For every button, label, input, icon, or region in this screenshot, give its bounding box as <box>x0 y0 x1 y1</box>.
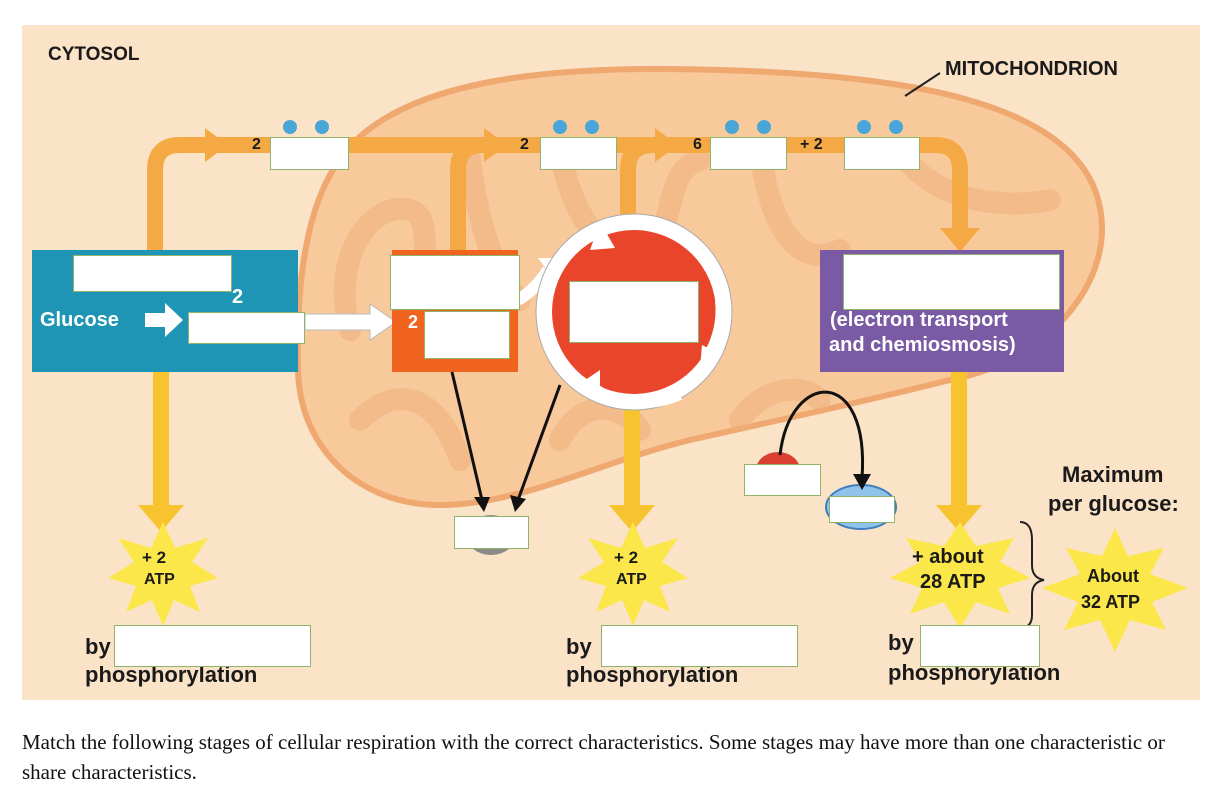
oxphos-atp-arrow-shaft <box>951 372 967 507</box>
pyruvate-to-oxidation-arrow <box>304 303 397 341</box>
blank-water[interactable] <box>829 496 895 523</box>
pyruvate-count: 2 <box>408 312 419 332</box>
blank-co2[interactable] <box>454 516 529 549</box>
mitochondrion-label: MITOCHONDRION <box>945 58 1118 80</box>
citric-atp-line2: ATP <box>616 571 647 588</box>
substrate-by-label: by <box>85 634 111 659</box>
oxphos-atp-line1: + about <box>912 546 984 568</box>
citric-acid-cycle-arrowhead-top <box>590 222 615 250</box>
maximum-line2: per glucose: <box>1048 491 1179 516</box>
citric-acid-cycle-arrowhead-bottom <box>578 370 600 398</box>
co2-arrowhead-from-cycle <box>510 495 526 512</box>
co2-arrowhead-from-oxidation <box>474 497 490 512</box>
arrowhead-pyruvate-oxidation-nadh <box>484 128 507 162</box>
blank-glycolysis-stage[interactable] <box>73 255 232 292</box>
total-atp-line1: About <box>1087 566 1139 586</box>
glycolysis-atp-arrow-shaft <box>153 372 169 507</box>
glycolysis-atp-line2: ATP <box>144 571 175 588</box>
blank-pyruvate-oxidation-stage[interactable] <box>390 255 520 310</box>
blank-nadh-pyruvate-oxidation[interactable] <box>540 137 617 170</box>
co2-arrow-from-oxidation <box>450 371 484 501</box>
blank-substrate-level-2[interactable] <box>601 625 798 667</box>
arrowhead-citric-acid-nadh <box>655 128 678 162</box>
oxphos-atp-star <box>890 522 1030 628</box>
citric-by-label: by <box>566 634 592 659</box>
electron-dot <box>725 120 739 134</box>
arrowhead-to-oxidative-phosphorylation <box>940 228 980 252</box>
glycolysis-atp-arrowhead <box>138 505 184 532</box>
citric-acid-cycle-arrowhead-right <box>700 345 722 368</box>
blank-oxygen[interactable] <box>744 464 821 496</box>
electron-dot <box>315 120 329 134</box>
glycolysis-atp-star <box>108 522 218 626</box>
fadh2-plus: + 2 <box>800 136 823 153</box>
electron-dot <box>889 120 903 134</box>
electron-dot <box>757 120 771 134</box>
oxygen-to-water-arrow <box>778 390 865 479</box>
oxphos-atp-arrowhead <box>936 505 982 532</box>
glycolysis-pyruvate-count: 2 <box>232 286 244 308</box>
blank-acetyl-coa[interactable] <box>424 311 510 359</box>
blank-oxidative-phosphorylation[interactable] <box>843 254 1060 310</box>
blank-citric-acid-cycle[interactable] <box>569 281 699 343</box>
electron-dot <box>553 120 567 134</box>
electron-dot <box>283 120 297 134</box>
blank-substrate-level-1[interactable] <box>114 625 311 667</box>
etc-caption-line1: (electron transport <box>830 309 1008 331</box>
electron-dot <box>857 120 871 134</box>
oxidative-by-label: by <box>888 630 914 655</box>
oxygen-to-water-arrowhead <box>853 474 871 490</box>
instructions-text: Match the following stages of cellular r… <box>22 730 1165 784</box>
nadh-glycolysis-count: 2 <box>252 136 261 153</box>
arrowhead-glycolysis-nadh <box>205 128 228 162</box>
etc-caption-line2: and chemiosmosis) <box>829 334 1016 356</box>
blank-oxidative[interactable] <box>920 625 1040 667</box>
total-atp-star <box>1042 528 1188 652</box>
maximum-line1: Maximum <box>1062 462 1164 487</box>
citric-acid-nadh-branch <box>620 137 654 250</box>
mitochondrion-callout-line <box>904 72 941 97</box>
glucose-to-pyruvate-arrow <box>145 303 183 337</box>
citric-acid-atp-arrow-shaft <box>624 405 640 507</box>
citric-acid-atp-arrowhead <box>609 505 655 532</box>
blank-fadh2[interactable] <box>844 137 920 170</box>
glucose-label: Glucose <box>40 309 119 331</box>
blank-nadh-citric-acid[interactable] <box>710 137 787 170</box>
nadh-cycle-count: 6 <box>693 136 702 153</box>
electron-dot <box>585 120 599 134</box>
pyruvate-oxidation-nadh-branch <box>450 137 484 250</box>
total-atp-line2: 32 ATP <box>1081 592 1141 612</box>
blank-nadh-glycolysis[interactable] <box>270 137 349 170</box>
oxphos-atp-line2: 28 ATP <box>920 571 986 593</box>
citric-acid-atp-star <box>578 522 688 626</box>
citric-atp-line1: + 2 <box>614 548 639 567</box>
co2-arrow-from-cycle <box>516 384 562 501</box>
nadh-oxidation-count: 2 <box>520 136 529 153</box>
blank-pyruvate[interactable] <box>188 312 305 344</box>
total-brace <box>1019 521 1045 629</box>
glycolysis-atp-line1: + 2 <box>142 548 167 567</box>
cytosol-label: CYTOSOL <box>48 44 140 65</box>
cellular-respiration-diagram <box>22 25 1200 700</box>
